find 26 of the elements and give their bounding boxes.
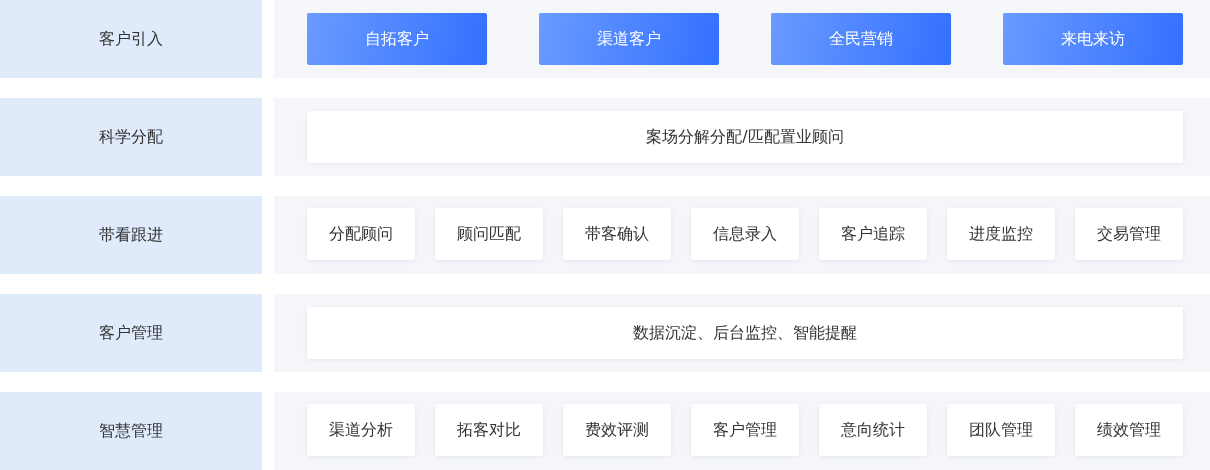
function-card: 意向统计 bbox=[819, 404, 927, 456]
channel-tile: 全民营销 bbox=[771, 13, 951, 65]
layer-panel bbox=[274, 0, 1210, 78]
function-card: 费效评测 bbox=[563, 404, 671, 456]
function-card: 交易管理 bbox=[1075, 208, 1183, 260]
function-card: 带客确认 bbox=[563, 208, 671, 260]
channel-tile: 来电来访 bbox=[1003, 13, 1183, 65]
function-card: 客户追踪 bbox=[819, 208, 927, 260]
layer-label: 客户管理 bbox=[0, 294, 262, 372]
function-card: 客户管理 bbox=[691, 404, 799, 456]
channel-tile: 自拓客户 bbox=[307, 13, 487, 65]
function-card: 分配顾问 bbox=[307, 208, 415, 260]
function-card: 团队管理 bbox=[947, 404, 1055, 456]
layer-label: 客户引入 bbox=[0, 0, 262, 78]
function-card: 绩效管理 bbox=[1075, 404, 1183, 456]
description-bar: 案场分解分配/匹配置业顾问 bbox=[307, 111, 1183, 163]
function-card: 顾问匹配 bbox=[435, 208, 543, 260]
function-card: 信息录入 bbox=[691, 208, 799, 260]
function-card: 渠道分析 bbox=[307, 404, 415, 456]
description-bar: 数据沉淀、后台监控、智能提醒 bbox=[307, 307, 1183, 359]
layer-label: 带看跟进 bbox=[0, 196, 262, 274]
function-card: 拓客对比 bbox=[435, 404, 543, 456]
layer-label: 智慧管理 bbox=[0, 392, 262, 470]
layer-label: 科学分配 bbox=[0, 98, 262, 176]
channel-tile: 渠道客户 bbox=[539, 13, 719, 65]
function-card: 进度监控 bbox=[947, 208, 1055, 260]
